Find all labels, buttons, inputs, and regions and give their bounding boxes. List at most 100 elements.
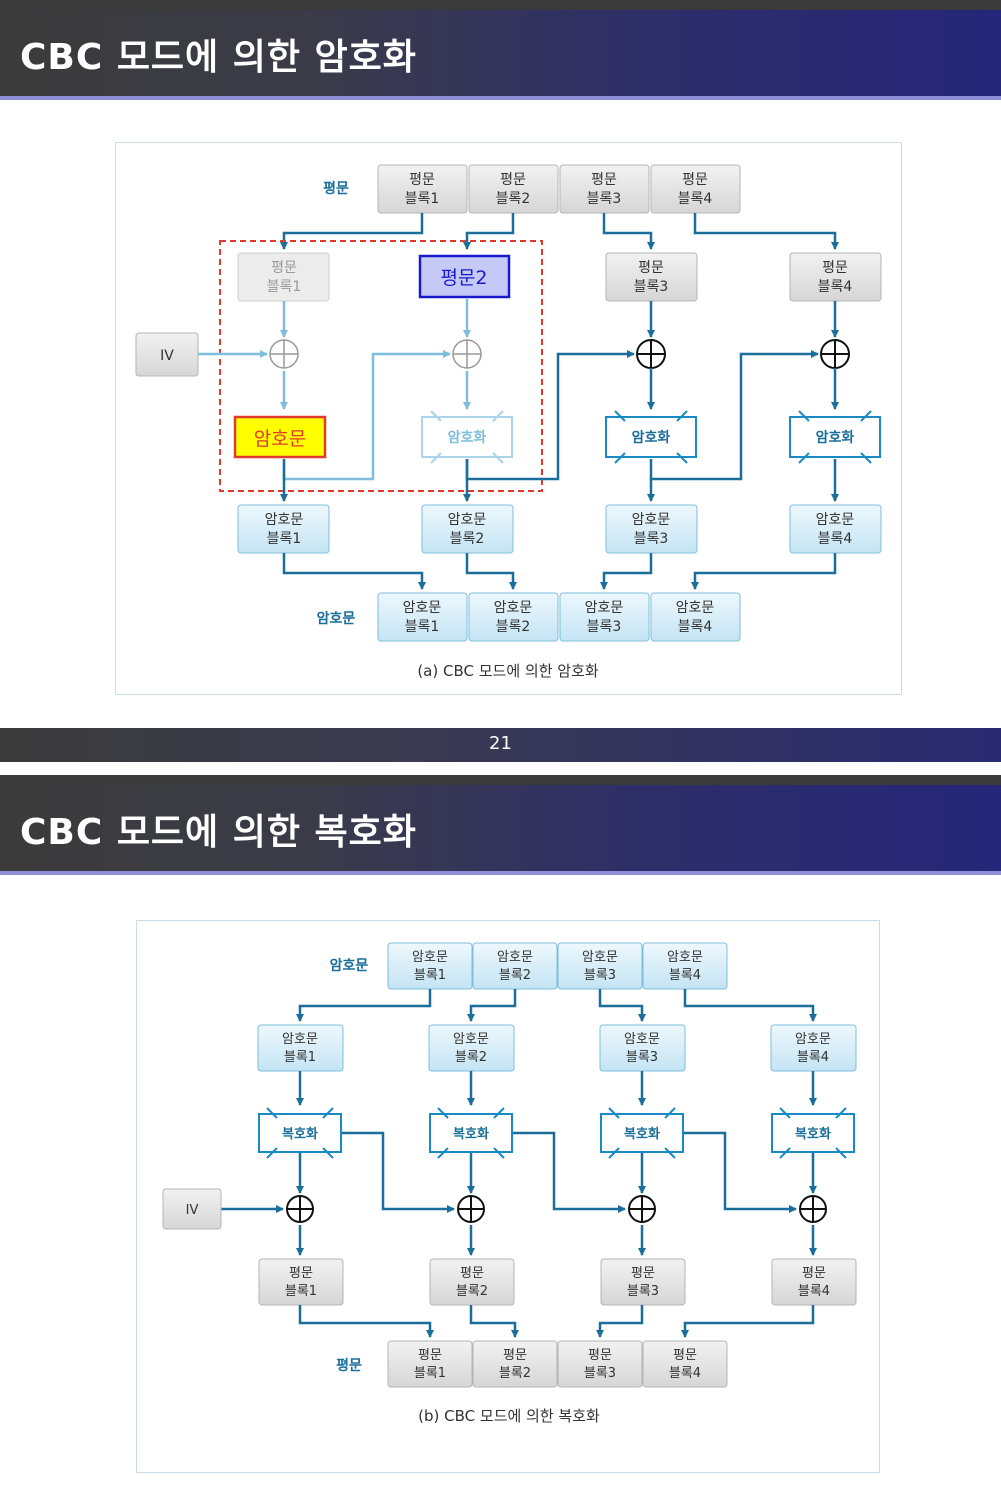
top-strip — [0, 0, 1001, 10]
plain-1-line2: 블록1 — [285, 1284, 317, 1299]
bottom-cipher-2-line2: 블록2 — [496, 619, 531, 635]
bottom-cipher-3-line2: 블록3 — [587, 619, 622, 635]
decrypt-label-1: 복호화 — [282, 1126, 318, 1142]
top-cipher-4-line2: 블록4 — [669, 968, 701, 983]
bottom-collect-lines — [282, 553, 837, 590]
encrypt-box-4: 암호화 — [789, 410, 881, 464]
iv-box — [162, 1188, 222, 1230]
encrypt-box-3: 암호화 — [605, 410, 697, 464]
mid-cipher-4-line1: 암호문 — [795, 1032, 831, 1047]
mid-cipher-row: 암호문 블록1 암호문 블록2 암호문 블록3 암호문 블록4 — [257, 1024, 857, 1072]
xor-icon — [452, 339, 482, 369]
bottom-plain-2-line2: 블록2 — [499, 1366, 531, 1381]
mid-plain-row: 평문 블록1 평문2 평문 블록3 평문 블록4 — [237, 252, 882, 302]
bottom-cipher-1-line2: 블록1 — [405, 619, 440, 635]
plain-3-line1: 평문 — [631, 1266, 655, 1281]
highlight-cipher-box — [233, 415, 327, 459]
bottom-plain-row: 평문 블록1 평문 블록2 평문 블록3 평문 블록4 — [387, 1340, 728, 1388]
encrypt-label-4: 암호화 — [816, 429, 855, 446]
cipher-4-line1: 암호문 — [816, 512, 855, 528]
plain-4-line1: 평문 — [802, 1266, 826, 1281]
iv-label: IV — [186, 1203, 199, 1218]
top-cipher-3-line1: 암호문 — [582, 950, 618, 965]
bottom-cipher-3-line1: 암호문 — [585, 600, 624, 616]
cipher-blocks-row: 암호문 블록1 암호문 블록2 암호문 블록3 암호문 블록4 — [237, 504, 882, 554]
diagram-caption: (a) CBC 모드에 의한 암호화 — [417, 662, 599, 680]
decrypt-box-2: 복호화 — [429, 1107, 513, 1159]
bottom-cipher-2-line1: 암호문 — [494, 600, 533, 616]
cipher-3-line1: 암호문 — [632, 512, 671, 528]
top-plain-3-line2: 블록3 — [587, 191, 622, 207]
mid-plain-1-line2: 블록1 — [267, 279, 302, 295]
slide-title: CBC 모드에 의한 암호화 — [20, 37, 417, 78]
mid-plain-3-line1: 평문 — [638, 260, 664, 276]
xor-icon — [628, 1195, 656, 1223]
xor-icon — [457, 1195, 485, 1223]
bottom-cipher-4-line1: 암호문 — [676, 600, 715, 616]
diagram-frame: 평문 암호문 평문 블록1 평문 블록2 평문 블록3 평문 블록4 평문 블록… — [115, 142, 902, 695]
encrypt-label-2: 암호화 — [448, 429, 487, 446]
plain-2-line2: 블록2 — [456, 1284, 488, 1299]
diagram-caption: (b) CBC 모드에 의한 복호화 — [418, 1407, 600, 1425]
cipher-2-line1: 암호문 — [448, 512, 487, 528]
mid-plain-1-line1: 평문 — [271, 260, 297, 276]
mid-cipher-4-line2: 블록4 — [797, 1050, 829, 1065]
xor-icon — [820, 339, 850, 369]
decrypt-flow-lines — [221, 1071, 817, 1256]
bottom-plain-1-line2: 블록1 — [414, 1366, 446, 1381]
cipher-1-line1: 암호문 — [265, 512, 304, 528]
mid-cipher-1-line1: 암호문 — [282, 1032, 318, 1047]
cipher-2-line2: 블록2 — [450, 531, 485, 547]
highlight-plain-label: 평문2 — [440, 267, 487, 289]
top-distribution-lines — [280, 213, 839, 250]
mid-plain-3-line2: 블록3 — [634, 279, 669, 295]
decrypt-label-2: 복호화 — [453, 1126, 489, 1142]
title-banner: CBC 모드에 의한 암호화 — [0, 10, 1001, 100]
top-distribution-lines — [296, 989, 817, 1022]
top-cipher-2-line1: 암호문 — [497, 950, 533, 965]
decrypt-label-3: 복호화 — [624, 1126, 660, 1142]
top-cipher-1-line1: 암호문 — [412, 950, 448, 965]
encrypt-label-3: 암호화 — [632, 429, 671, 446]
decrypt-label-4: 복호화 — [795, 1126, 831, 1142]
mid-cipher-2-line2: 블록2 — [455, 1050, 487, 1065]
top-plain-4-line2: 블록4 — [678, 191, 713, 207]
xor-icon — [286, 1195, 314, 1223]
mid-cipher-1-line2: 블록1 — [284, 1050, 316, 1065]
cipher-1-line2: 블록1 — [267, 531, 302, 547]
top-plain-4-line1: 평문 — [682, 172, 708, 188]
plain-2-line1: 평문 — [460, 1266, 484, 1281]
decrypt-box-4: 복호화 — [771, 1107, 855, 1159]
highlight-cipher-label: 암호문 — [254, 428, 306, 450]
highlight-region — [219, 240, 543, 492]
top-plain-2-line2: 블록2 — [496, 191, 531, 207]
top-plain-1-line1: 평문 — [409, 172, 435, 188]
top-plain-3-line1: 평문 — [591, 172, 617, 188]
row-label-plain: 평문 — [336, 1357, 362, 1374]
decrypt-box-3: 복호화 — [600, 1107, 684, 1159]
row-label-cipher: 암호문 — [330, 957, 369, 974]
bottom-cipher-4-line2: 블록4 — [678, 619, 713, 635]
top-cipher-1-line2: 블록1 — [414, 968, 446, 983]
iv-label: IV — [160, 348, 174, 364]
top-cipher-3-line2: 블록3 — [584, 968, 616, 983]
slide-footer: 21 — [0, 728, 1001, 762]
xor-icon — [636, 339, 666, 369]
bottom-cipher-1-line1: 암호문 — [403, 600, 442, 616]
bottom-plain-3-line2: 블록3 — [584, 1366, 616, 1381]
xor-symbols — [269, 339, 850, 369]
diagram-frame: 암호문 평문 암호문 블록1 암호문 블록2 암호문 블록3 암호문 블록4 암… — [136, 920, 880, 1473]
mid-plain-4-line2: 블록4 — [818, 279, 853, 295]
bottom-plain-4-line2: 블록4 — [669, 1366, 701, 1381]
title-banner: CBC 모드에 의한 복호화 — [0, 785, 1001, 875]
row-label-plain: 평문 — [323, 180, 349, 197]
top-strip — [0, 775, 1001, 785]
xor-symbols — [286, 1195, 827, 1223]
cipher-3-line2: 블록3 — [634, 531, 669, 547]
page-number: 21 — [489, 733, 512, 754]
plain-1-line1: 평문 — [289, 1266, 313, 1281]
plain-4-line2: 블록4 — [798, 1284, 830, 1299]
bottom-plain-1-line1: 평문 — [418, 1348, 442, 1363]
encrypt-box-2: 암호화 — [421, 410, 513, 464]
top-plain-row: 평문 블록1 평문 블록2 평문 블록3 평문 블록4 — [377, 164, 741, 214]
